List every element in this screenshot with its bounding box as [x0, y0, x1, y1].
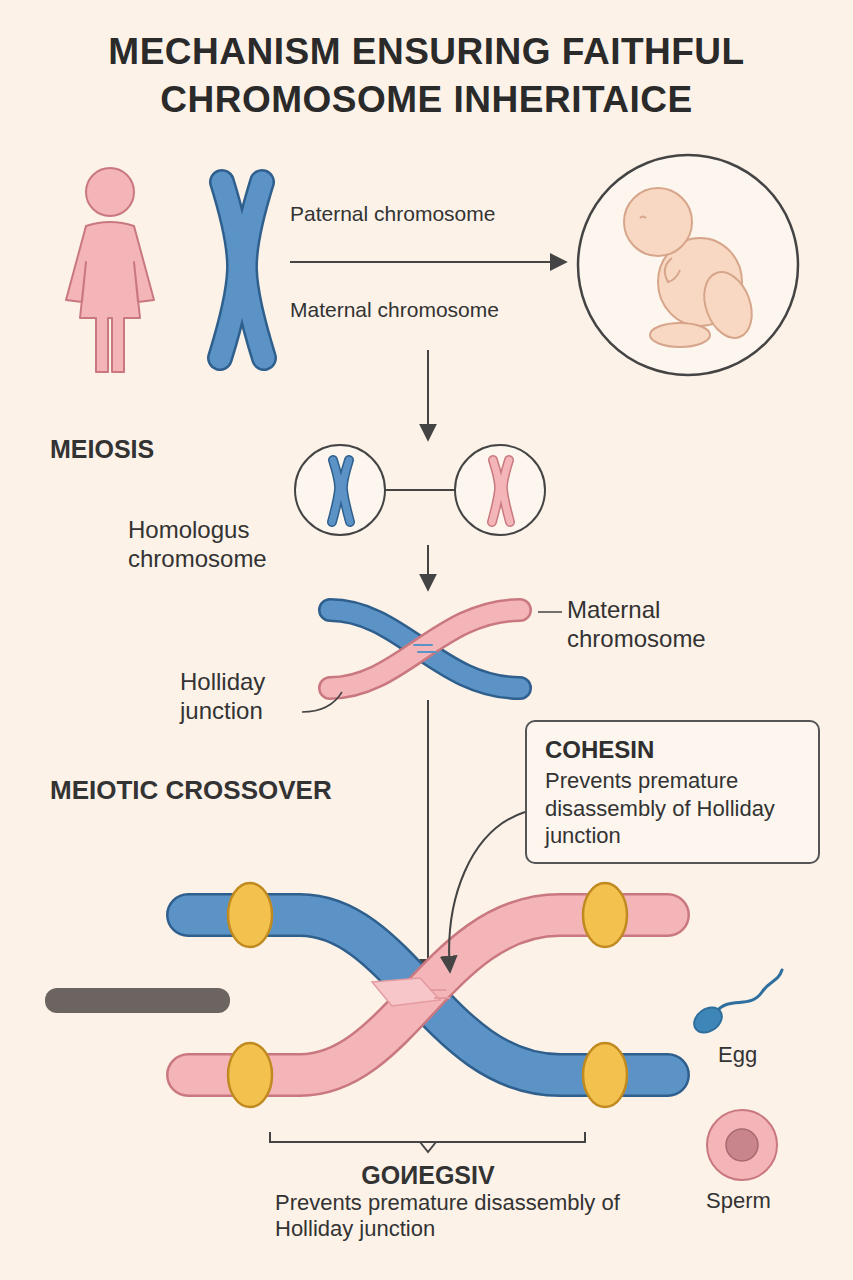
connector-line — [385, 489, 455, 491]
pointer-arrow — [449, 812, 525, 972]
embryo-circle — [578, 155, 798, 375]
cohesin-ring — [228, 883, 272, 947]
bracket — [270, 1132, 585, 1152]
cell-circle — [455, 445, 545, 535]
junction-mark — [430, 990, 450, 998]
homolog-crossing — [330, 610, 520, 688]
small-chromosome — [332, 460, 510, 522]
cell-circle — [295, 445, 385, 535]
section-heading: GOИEGSIV — [318, 1160, 538, 1190]
chromatid — [492, 460, 499, 522]
chromatid-outline — [343, 460, 350, 522]
chromatid — [343, 460, 350, 522]
sperm-head — [689, 1002, 726, 1037]
stage-heading: MEIOSIS — [50, 434, 250, 464]
flow-arrow — [427, 545, 429, 590]
chromosome-label: Paternal chromosome — [290, 201, 560, 226]
leader-line — [538, 611, 562, 613]
chromatid — [332, 460, 339, 522]
part-label: Maternal chromosome — [567, 596, 742, 654]
cell-label: Sperm — [706, 1188, 816, 1214]
box-heading: COHESIN — [545, 734, 800, 765]
paternal-chromosome — [220, 182, 264, 358]
egg-nucleus — [726, 1129, 758, 1161]
egg-symbol — [707, 1110, 777, 1180]
cohesin-rings — [228, 883, 627, 1107]
cell-label: Egg — [718, 1042, 808, 1068]
cohesin-ring — [228, 1043, 272, 1107]
flow-arrow — [427, 700, 429, 975]
chromatid — [503, 460, 510, 522]
paternal-strand — [330, 610, 520, 688]
maternal-strand — [330, 610, 520, 688]
woman-figure — [66, 168, 154, 372]
cohesin-ring — [583, 883, 627, 947]
leader-line — [302, 692, 342, 712]
figure-head — [86, 168, 134, 216]
chromosome-outline — [330, 610, 520, 688]
part-label: Holliday junction — [180, 668, 320, 726]
junction-mark — [414, 645, 436, 652]
box-body: Prevents premature disassembly of Hollid… — [545, 767, 800, 850]
figure-body — [66, 222, 154, 372]
sperm-symbol — [689, 970, 782, 1038]
flow-arrow — [290, 261, 566, 263]
gray-bar — [45, 988, 230, 1013]
chromatid — [245, 182, 264, 358]
chromatid-outline — [332, 460, 339, 522]
stage-heading: MEIOTIC CROSSOVER — [50, 775, 450, 806]
baby-eye — [640, 217, 646, 219]
baby-figure — [624, 188, 760, 347]
chromatid-outline — [503, 460, 510, 522]
holliday-junction — [372, 978, 440, 1006]
callout-box: COHESINPrevents premature disassembly of… — [525, 720, 820, 864]
diagram-title: MECHANISM ENSURING FAITHFUL CHROMOSOME I… — [30, 28, 823, 124]
chromatid-outline — [492, 460, 499, 522]
chromosome-label: Maternal chromosome — [290, 297, 560, 322]
chromosome-outline — [330, 610, 520, 688]
note-text: Prevents premature disassembly of Hollid… — [275, 1190, 640, 1243]
part-label: Homologus chromosome — [128, 516, 328, 574]
cohesin-ring — [583, 1043, 627, 1107]
chromatid-outline — [245, 182, 264, 358]
baby-foot — [650, 323, 710, 347]
baby-head — [624, 188, 692, 256]
flow-arrow — [427, 350, 429, 440]
sperm-tail — [716, 970, 782, 1012]
baby-arm — [665, 258, 680, 282]
